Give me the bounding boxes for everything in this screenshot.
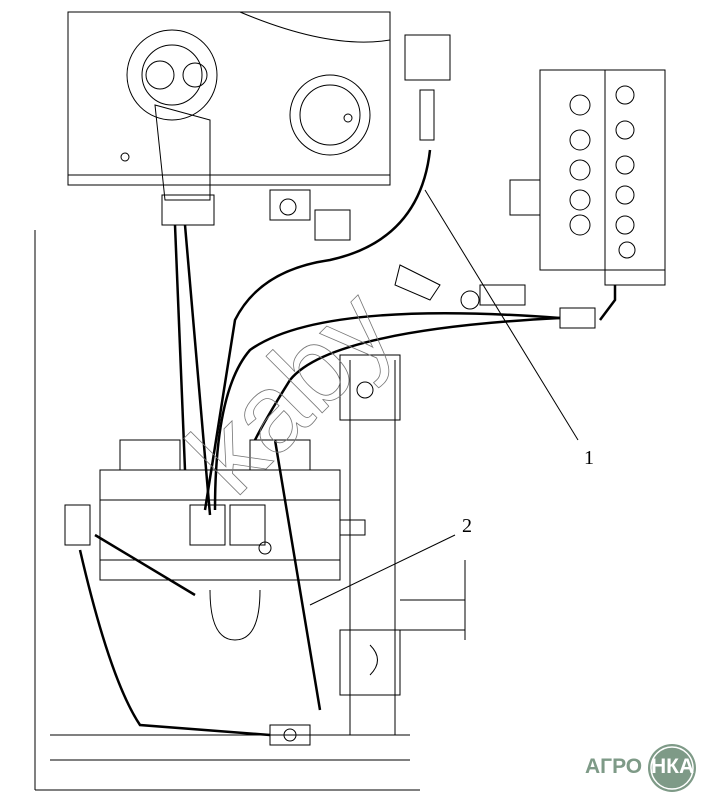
agronka-logo: АГРО НКА <box>585 743 705 793</box>
hydraulic-pump <box>64 439 366 641</box>
callout-1: 1 <box>584 447 594 469</box>
control-valve-block <box>509 69 666 286</box>
leader-lines <box>309 189 579 606</box>
logo-right-text: НКА <box>651 755 695 778</box>
watermark: kaby <box>165 266 416 517</box>
logo-left-text: АГРО <box>585 755 643 778</box>
callout-2: 2 <box>462 515 472 537</box>
frame <box>34 230 420 791</box>
fittings <box>269 89 596 746</box>
pump-bracket <box>339 354 466 735</box>
hoses <box>78 149 617 737</box>
hydraulic-tank <box>67 11 451 226</box>
